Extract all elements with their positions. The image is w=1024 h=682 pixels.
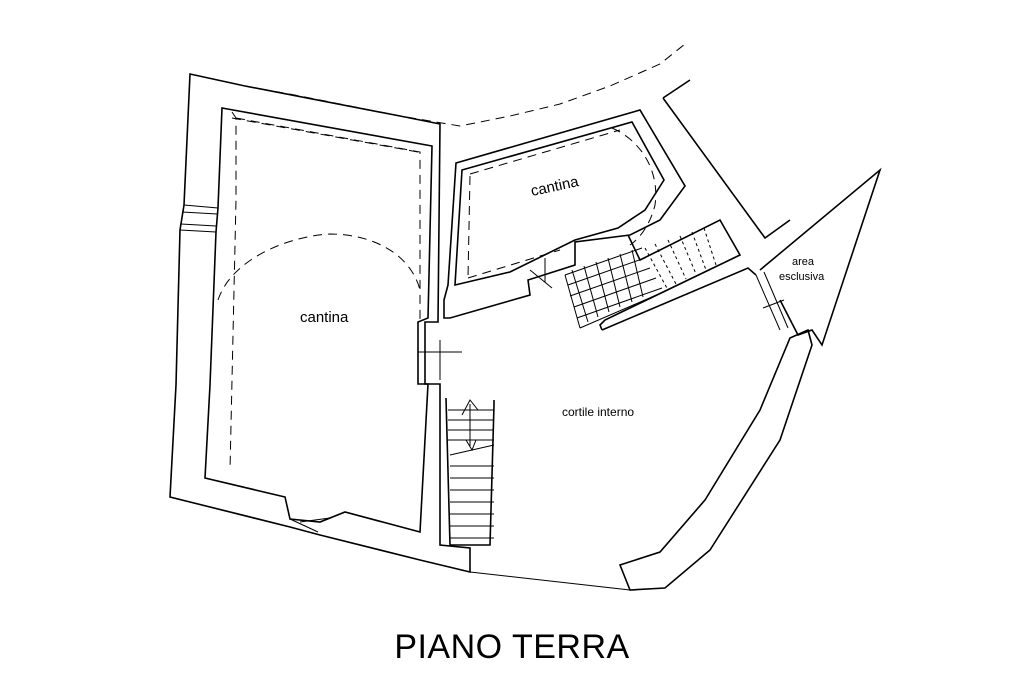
area-label-line2: esclusiva bbox=[779, 271, 825, 283]
courtyard-right-wall bbox=[618, 328, 813, 591]
top-cantina-dashed-outline bbox=[467, 129, 621, 279]
left-building-outer-wall bbox=[169, 73, 471, 574]
left-cantina-label: cantina bbox=[300, 309, 349, 326]
left-window bbox=[179, 204, 219, 233]
bottom-door bbox=[289, 511, 346, 533]
area-esclusiva-outline bbox=[759, 167, 882, 347]
top-cantina-label: cantina bbox=[529, 173, 580, 200]
lower-staircase bbox=[445, 397, 495, 546]
left-cantina-dashed-outline bbox=[229, 111, 421, 471]
courtyard-label: cortile interno bbox=[562, 405, 634, 419]
right-building-edge bbox=[662, 79, 791, 240]
page-title: PIANO TERRA bbox=[394, 628, 630, 666]
courtyard-bottom-boundary bbox=[469, 571, 631, 591]
top-cantina-door bbox=[529, 258, 553, 289]
area-esclusiva-gate bbox=[755, 271, 789, 331]
top-cantina-vault-arc bbox=[611, 127, 657, 246]
upper-staircase bbox=[564, 227, 717, 329]
top-cantina-outer-wall bbox=[443, 109, 686, 319]
top-cantina-inner-wall bbox=[454, 121, 665, 287]
property-boundary-dashed bbox=[244, 43, 686, 127]
left-cantina-vault-arc bbox=[217, 233, 421, 301]
left-door-opening bbox=[418, 340, 462, 380]
upper-stair-bottom bbox=[601, 267, 757, 331]
area-label-line1: area bbox=[792, 256, 815, 268]
